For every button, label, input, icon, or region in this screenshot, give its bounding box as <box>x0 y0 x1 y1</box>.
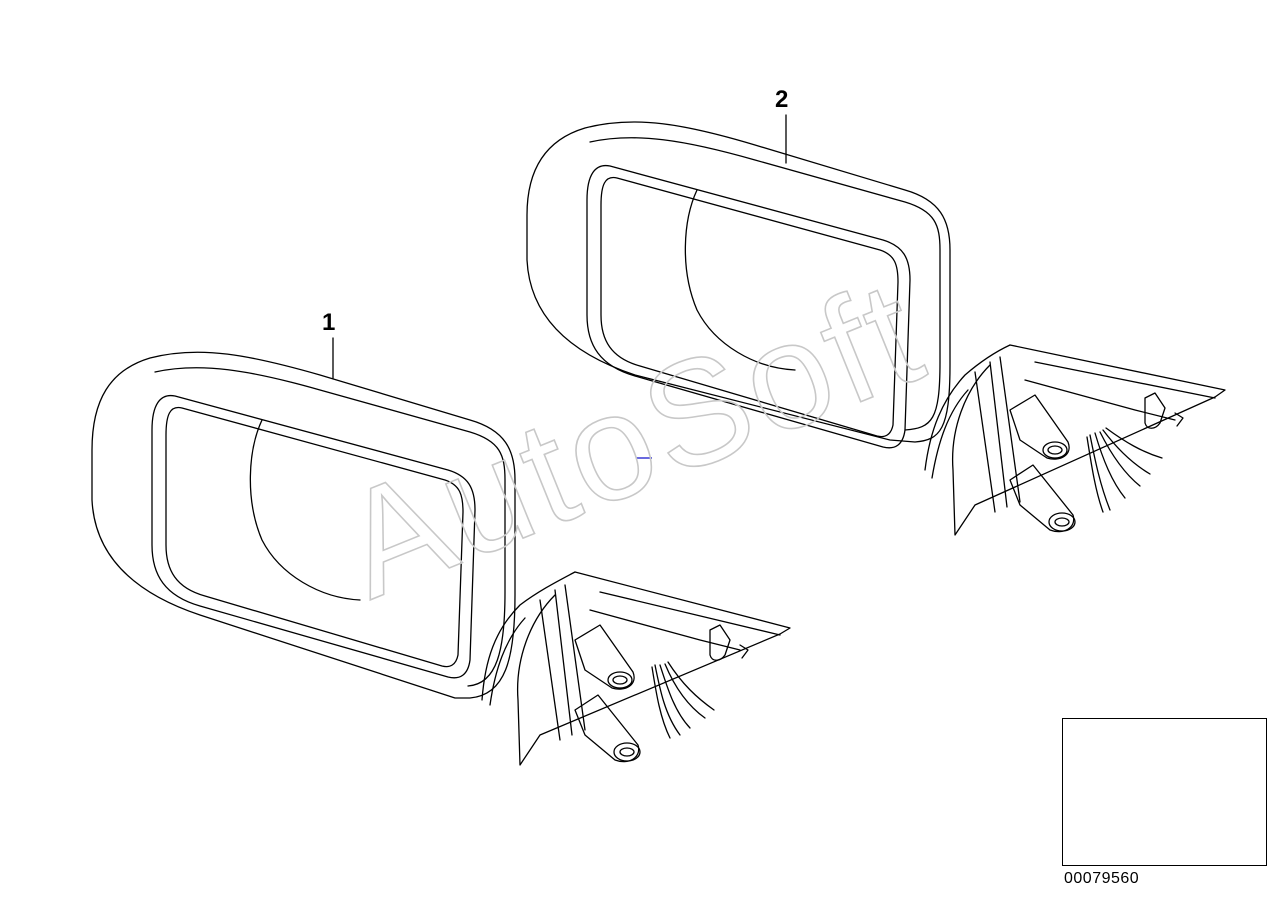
mirror-1 <box>91 351 791 766</box>
document-number: 00079560 <box>1064 870 1140 887</box>
inset-frame <box>1062 718 1267 866</box>
callout-1: 1 <box>322 309 336 336</box>
callout-2: 2 <box>775 86 789 113</box>
mirror-2 <box>526 121 1226 536</box>
